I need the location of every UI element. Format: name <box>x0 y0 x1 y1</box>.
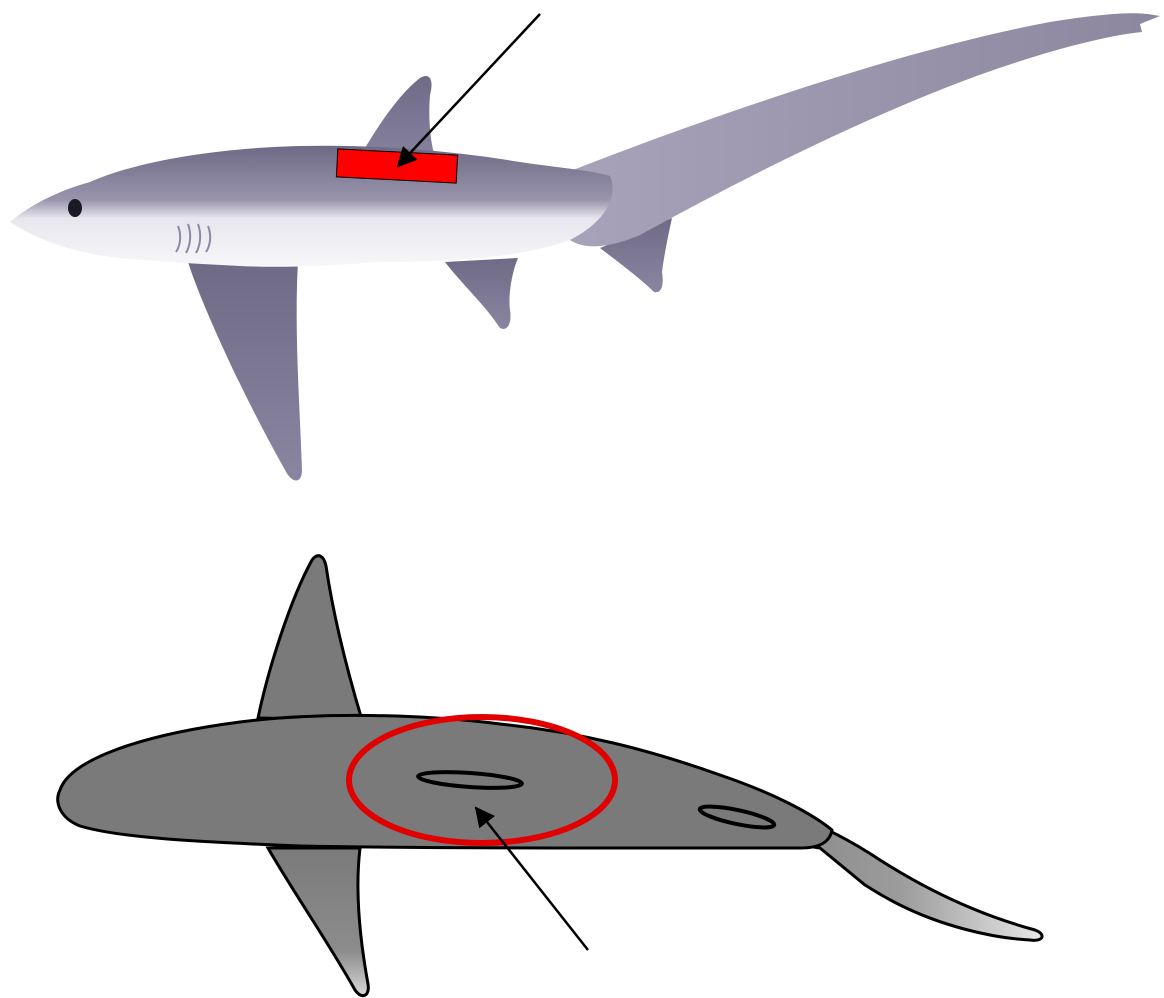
schematic-lower-fin <box>268 848 368 996</box>
illustration-lateral <box>10 13 1160 480</box>
shark-body <box>10 146 613 267</box>
schematic-dorsal <box>58 556 1042 996</box>
pelvic-fin <box>445 258 518 329</box>
red-marker-rect <box>336 149 457 183</box>
pectoral-fin <box>188 262 302 481</box>
schematic-body <box>58 715 832 848</box>
tail-upper-lobe <box>560 13 1160 246</box>
schematic-upper-fin <box>258 556 362 720</box>
shark-eye <box>68 199 82 217</box>
